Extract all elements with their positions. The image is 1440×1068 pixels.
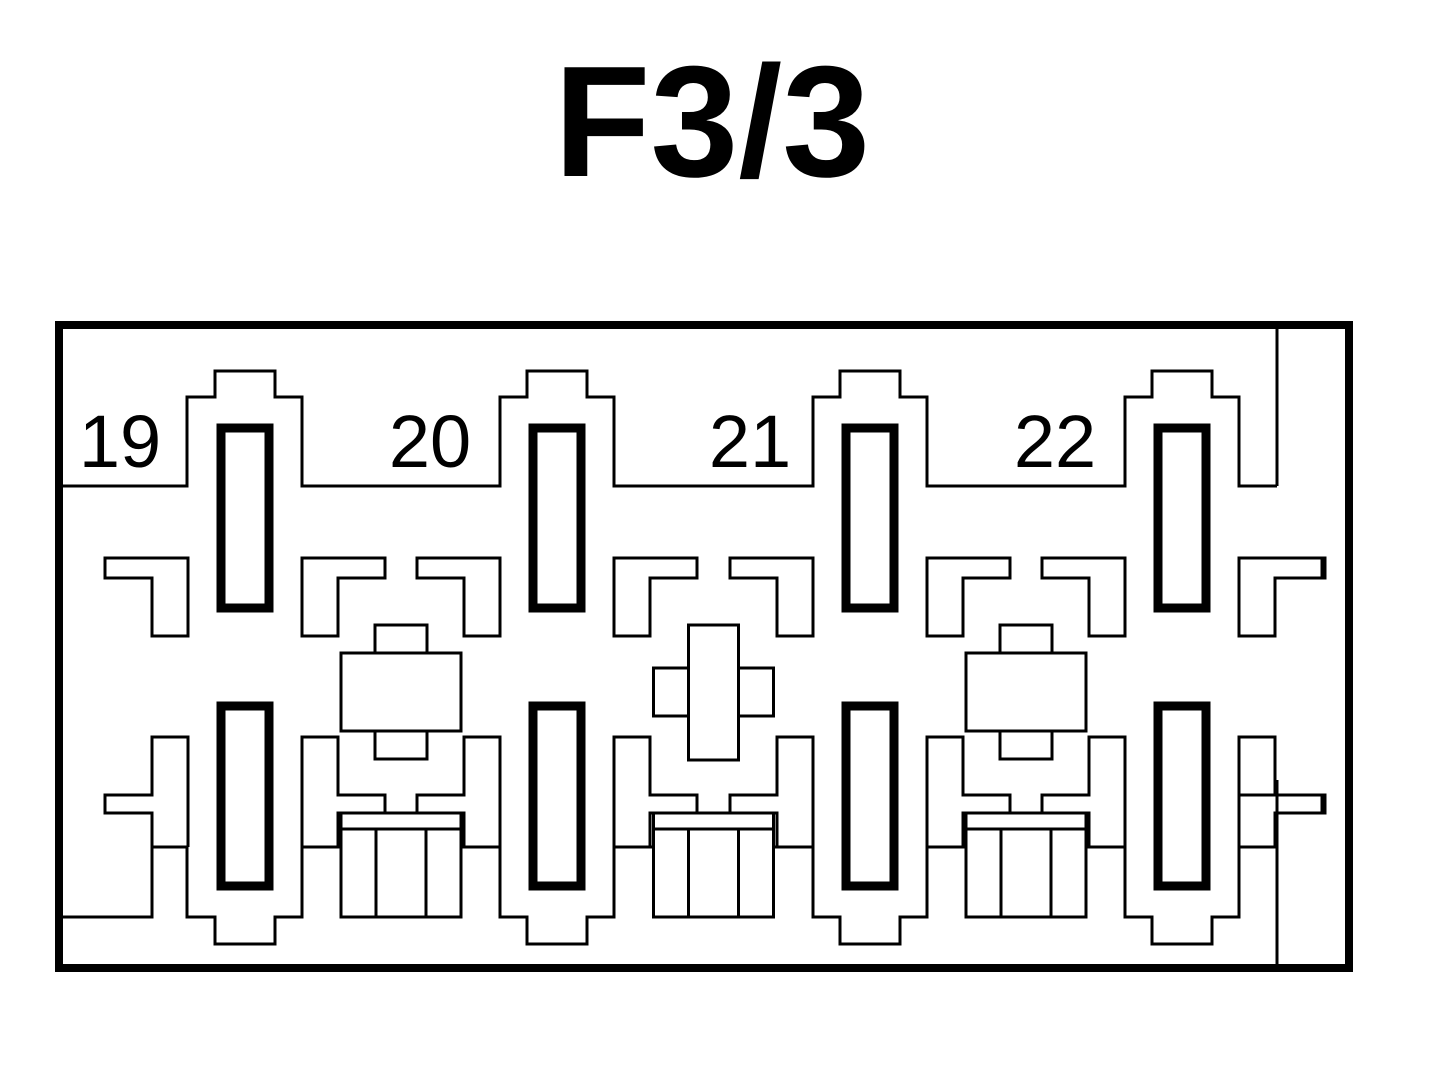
edge-clip-top xyxy=(1240,556,1327,580)
upper-left-clip xyxy=(728,556,815,638)
lower-left-clip xyxy=(103,735,190,847)
fuse-position-21 xyxy=(728,423,1012,891)
connector-body xyxy=(687,623,740,762)
upper-left-clip xyxy=(1040,556,1127,638)
upper-blade-slot xyxy=(1153,423,1211,613)
upper-blade-slot xyxy=(528,423,586,613)
lower-seat-outline xyxy=(63,845,1277,946)
upper-seat-outline xyxy=(63,369,1277,488)
connector-right-tab xyxy=(737,666,775,718)
lower-blade-slot xyxy=(216,701,274,891)
connector-bottom-tab xyxy=(998,729,1054,761)
connector-blocks xyxy=(339,623,1088,919)
connector-top-tab xyxy=(373,623,429,655)
connector-body xyxy=(339,651,463,733)
terminal-pin xyxy=(687,827,740,919)
upper-right-clip xyxy=(1237,556,1324,638)
terminal-pin xyxy=(999,827,1053,919)
connector-bottom-tab xyxy=(373,729,429,761)
slot-label-20: 20 xyxy=(389,400,471,483)
connector-top-tab xyxy=(998,623,1054,655)
connector-body xyxy=(964,651,1088,733)
upper-left-clip xyxy=(103,556,190,638)
terminal-pin xyxy=(374,827,428,919)
upper-right-clip xyxy=(612,556,699,638)
connector-block-2 xyxy=(652,623,775,919)
lower-blade-slot xyxy=(841,701,899,891)
lower-right-clip xyxy=(1237,735,1324,847)
fuse-box-frame xyxy=(55,321,1353,972)
connector-left-tab xyxy=(652,666,690,718)
connector-block-3 xyxy=(964,623,1088,919)
slot-label-21: 21 xyxy=(709,400,791,483)
connector-block-1 xyxy=(339,623,463,919)
edge-clip-bottom xyxy=(1240,793,1327,815)
upper-left-clip xyxy=(415,556,502,638)
fuse-positions xyxy=(103,423,1324,891)
lower-blade-slot xyxy=(528,701,586,891)
slot-label-19: 19 xyxy=(79,400,161,483)
fuse-position-19 xyxy=(103,423,387,891)
fuse-position-22 xyxy=(1040,423,1324,891)
slot-label-22: 22 xyxy=(1014,400,1096,483)
lower-blade-slot xyxy=(1153,701,1211,891)
diagram-title: F3/3 xyxy=(554,34,870,210)
upper-right-clip xyxy=(300,556,387,638)
upper-right-clip xyxy=(925,556,1012,638)
upper-blade-slot xyxy=(841,423,899,613)
upper-blade-slot xyxy=(216,423,274,613)
